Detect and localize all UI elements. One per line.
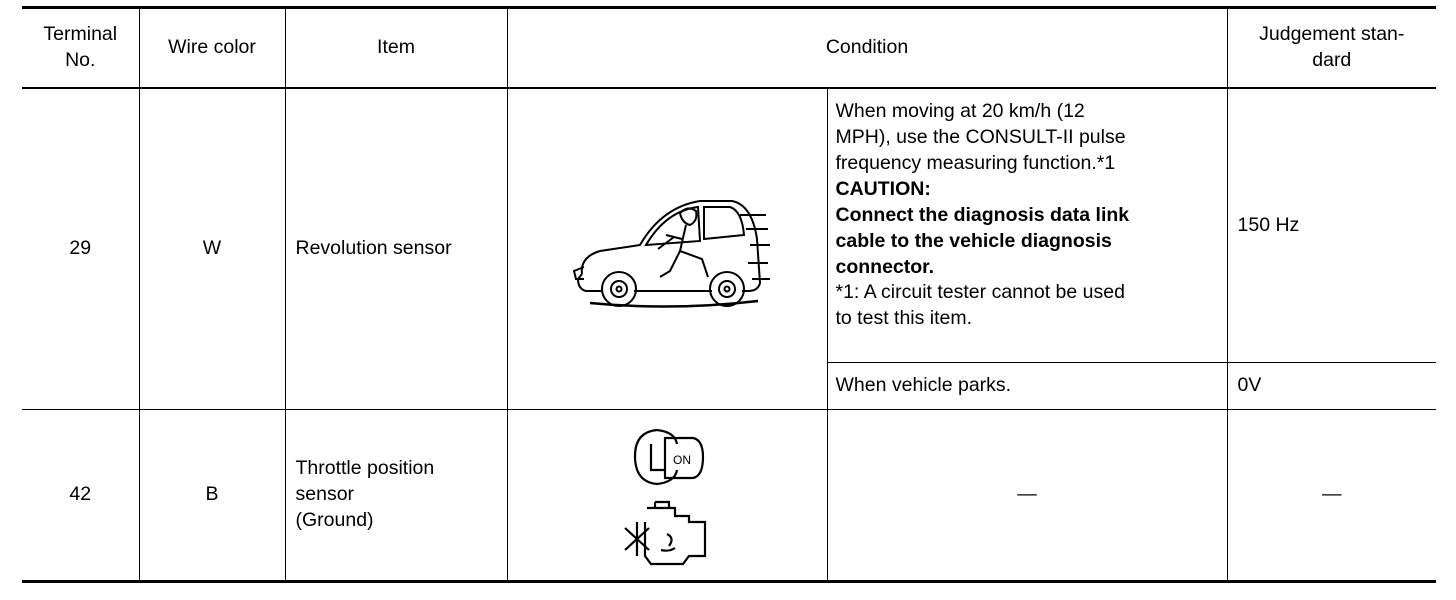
cell-wire-color: B — [138, 409, 286, 583]
cell-condition: — — [826, 409, 1228, 583]
cell-item: Throttle position sensor (Ground) — [284, 409, 508, 583]
header-condition: Condition — [506, 6, 1228, 89]
table-row: When vehicle parks. 0V — [22, 362, 1437, 410]
cell-judgement: — — [1226, 409, 1437, 583]
header-wire-color: Wire color — [138, 6, 286, 89]
caution-text-line: Connect the diagnosis data link — [835, 203, 1130, 226]
item-text-line: (Ground) — [295, 508, 374, 531]
table-row: 42 B Throttle position sensor (Ground) O… — [22, 409, 1437, 583]
cell-item: Revolution sensor — [284, 87, 508, 410]
condition-text-line: When moving at 20 km/h (12 — [835, 100, 1085, 122]
item-text-line: Throttle position — [295, 457, 435, 480]
header-item: Item — [284, 6, 508, 89]
cell-condition-moving: When moving at 20 km/h (12 MPH), use the… — [826, 87, 1228, 363]
note-text-line: to test this item. — [835, 307, 973, 330]
cell-judgement-parked: 0V — [1226, 362, 1437, 410]
header-judgement: Judgement stan-dard — [1226, 6, 1437, 89]
caution-text-line: connector. — [835, 255, 935, 278]
cell-condition-parked: When vehicle parks. — [827, 362, 1228, 410]
cell-illustration — [506, 87, 828, 410]
key-on-label: ON — [673, 453, 691, 467]
cell-judgement-moving: 150 Hz — [1226, 87, 1437, 363]
item-text-line: sensor — [295, 483, 355, 506]
cell-illustration: ON — [506, 409, 828, 583]
caution-label: CAUTION: — [835, 177, 931, 200]
engine-running-icon — [624, 500, 707, 566]
cell-terminal: 42 — [22, 409, 140, 583]
cell-wire-color: W — [138, 87, 286, 410]
caution-text-line: cable to the vehicle diagnosis — [835, 229, 1112, 252]
condition-text-line: MPH), use the CONSULT-II pulse — [835, 125, 1126, 148]
ignition-key-on-icon: ON — [633, 428, 705, 486]
table-row: 29 W Revolution sensor — [22, 87, 1437, 410]
car-with-driver-icon — [572, 200, 770, 308]
note-text-line: *1: A circuit tester cannot be used — [835, 281, 1125, 304]
condition-text-line: frequency measuring function.*1 — [835, 151, 1116, 174]
cell-terminal: 29 — [22, 87, 140, 410]
